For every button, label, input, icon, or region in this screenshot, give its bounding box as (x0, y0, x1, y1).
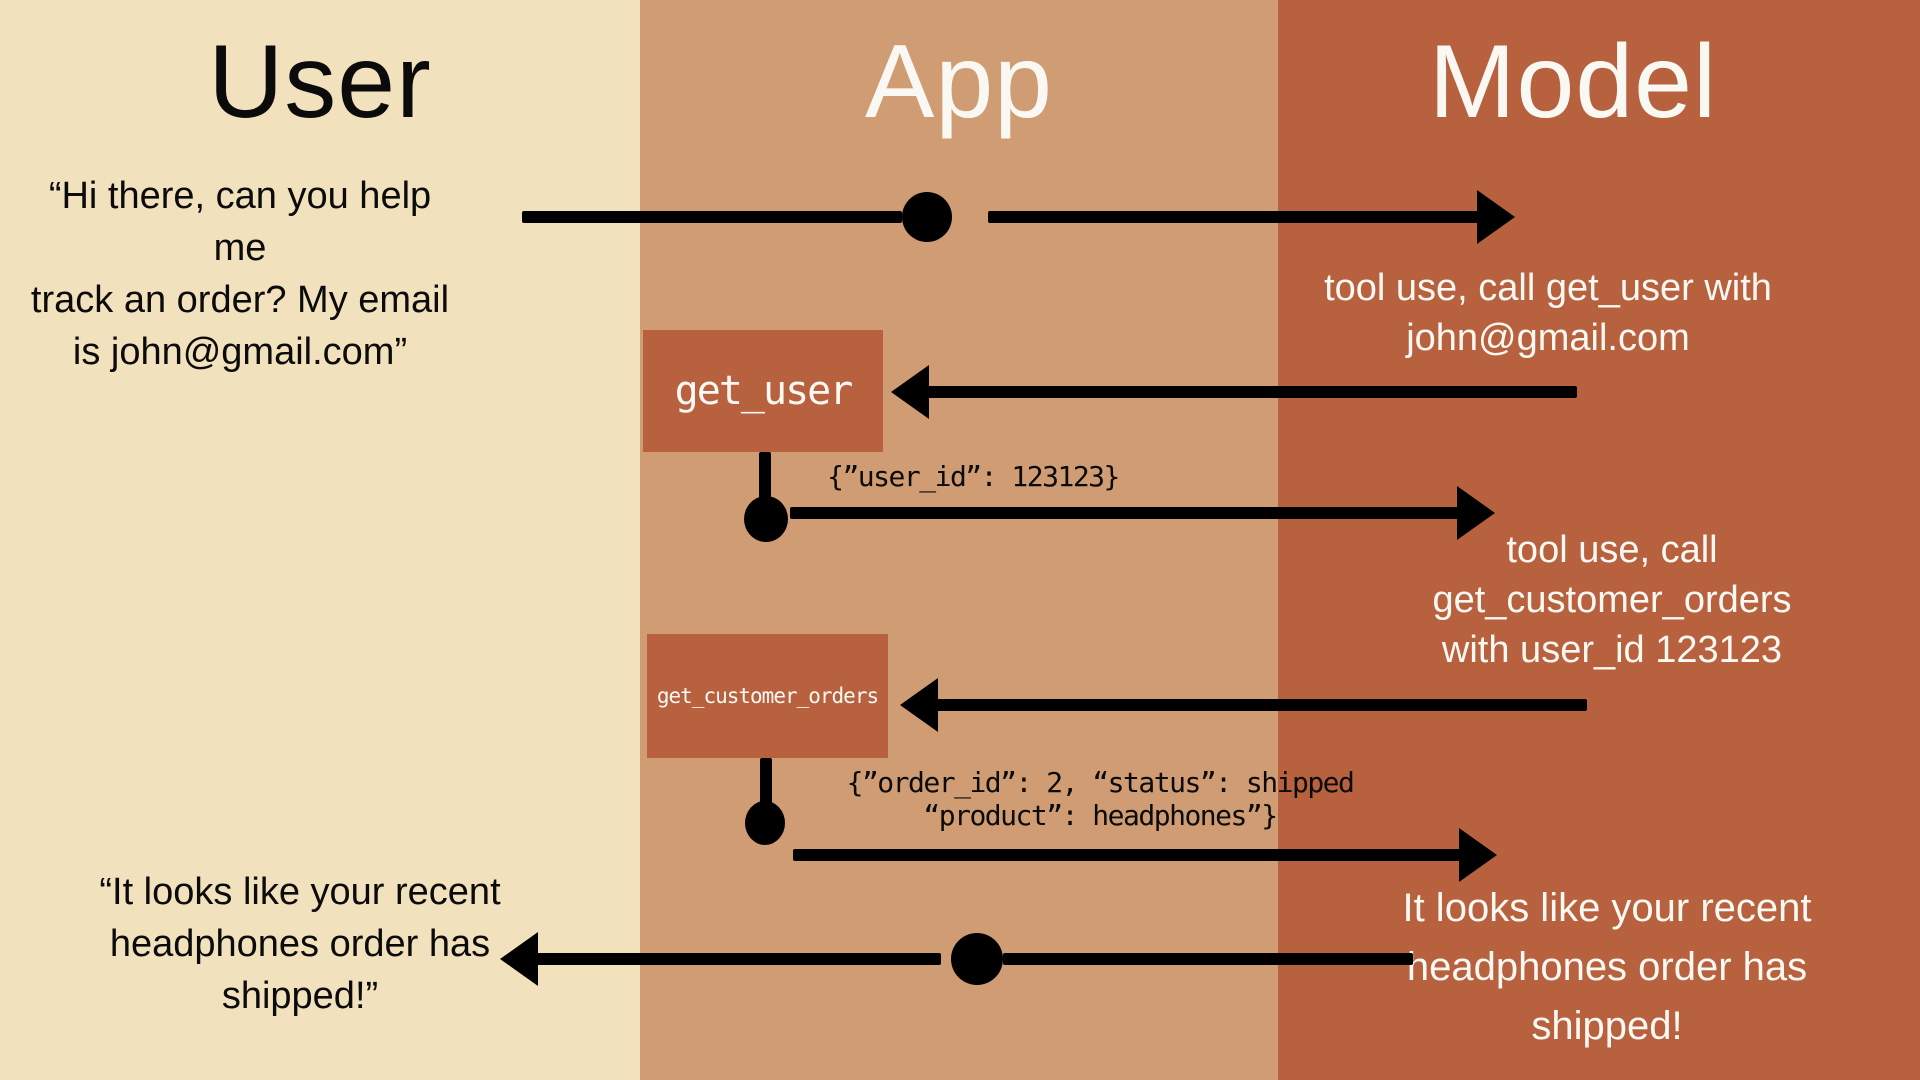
lane-title-app: App (864, 24, 1054, 140)
model-lane-band (1278, 0, 1920, 1080)
app-junction-dot-4 (951, 933, 1003, 985)
user-request-line: track an order? My email (30, 279, 450, 321)
user-response-line: “It looks like your recent (99, 871, 501, 913)
user-response-line: shipped!” (221, 975, 379, 1017)
arrow-result-2-to-model-line (793, 849, 1460, 861)
user-request-line: “Hi there, can you help me (48, 175, 432, 269)
tool-result-2-line: “product”: headphones”} (923, 799, 1278, 832)
user-request-line: is john@gmail.com” (72, 331, 408, 373)
model-final-response-text: It looks like your recent headphones ord… (1367, 879, 1847, 1056)
model-tool-call-2-line: get_customer_orders (1432, 579, 1792, 621)
tool-result-2-label: {”order_id”: 2, “status”: shipped “produ… (820, 766, 1380, 832)
app-junction-dot-3 (745, 801, 785, 845)
app-lane-band (640, 0, 1278, 1080)
arrow-model-to-app-line (1003, 953, 1413, 965)
model-final-response-line: It looks like your recent (1402, 886, 1812, 930)
model-final-response-line: headphones order has (1406, 945, 1808, 989)
get-customer-orders-connector-line (760, 758, 772, 808)
arrow-app-to-model-line (988, 211, 1478, 223)
arrow-result-1-to-model-line (790, 507, 1460, 519)
get-user-connector-line (759, 452, 771, 504)
model-tool-call-2-line: with user_id 123123 (1441, 629, 1783, 671)
model-final-response-line: shipped! (1531, 1004, 1683, 1048)
arrow-model-to-get-user-line (925, 386, 1577, 398)
model-tool-call-1-line: john@gmail.com (1406, 317, 1690, 359)
model-tool-call-1-text: tool use, call get_user with john@gmail.… (1288, 263, 1808, 363)
user-lane-band (0, 0, 640, 1080)
model-tool-call-2-text: tool use, call get_customer_orders with … (1372, 525, 1852, 675)
arrow-user-to-app-line (522, 211, 902, 223)
app-junction-dot-2 (744, 496, 788, 542)
user-response-line: headphones order has (109, 923, 491, 965)
tool-box-get-customer-orders: get_customer_orders (647, 634, 888, 758)
user-response-quote: “It looks like your recent headphones or… (50, 866, 550, 1022)
model-tool-call-1-line: tool use, call get_user with (1324, 267, 1772, 309)
tool-box-get-user: get_user (643, 330, 883, 452)
lane-title-user: User (208, 24, 432, 140)
lane-title-model: Model (1428, 24, 1718, 140)
model-tool-call-2-line: tool use, call (1506, 529, 1718, 571)
arrow-app-to-user-line (534, 953, 941, 965)
arrow-model-to-get-customer-orders-line (935, 699, 1587, 711)
app-junction-dot-1 (902, 192, 952, 242)
user-request-quote: “Hi there, can you help me track an orde… (30, 170, 450, 378)
tool-result-2-line: {”order_id”: 2, “status”: shipped (846, 766, 1355, 799)
tool-result-1-label: {”user_id”: 123123} (827, 460, 1120, 493)
